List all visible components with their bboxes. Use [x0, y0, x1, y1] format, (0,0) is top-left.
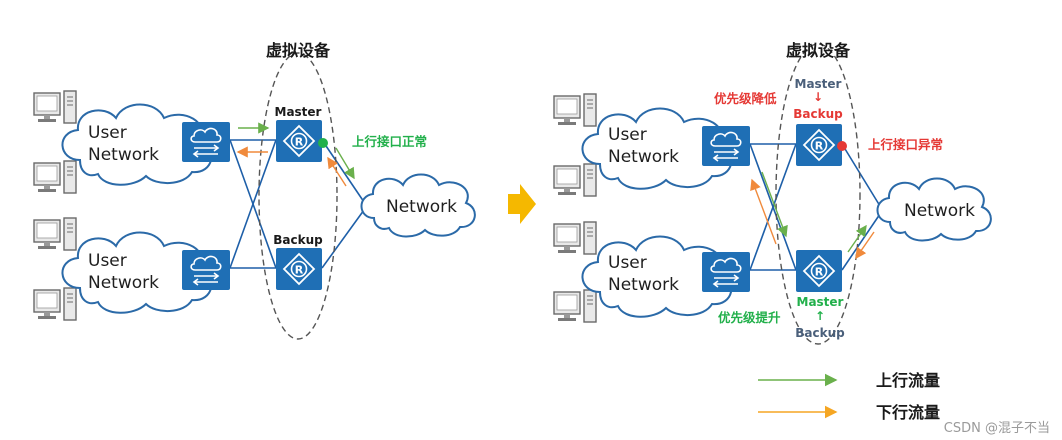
router-role-old: Master [795, 77, 842, 91]
cloud-label: Network [904, 201, 975, 221]
downstream-arrow [855, 231, 875, 260]
pc-icon [553, 289, 597, 323]
cloud-label: User [88, 251, 127, 271]
legend-downstream-label: 下行流量 [876, 403, 940, 422]
transition-arrow-icon [508, 184, 536, 224]
left-panel: User Network User Network Network 虚拟设备 M… [33, 41, 476, 340]
right-panel: User Network User Network Network 虚拟设备 M… [553, 41, 992, 345]
virtual-device-caption: 虚拟设备 [786, 41, 851, 60]
virtual-device-boundary [775, 43, 861, 345]
pc-icon [33, 90, 77, 124]
cloud-label: Network [386, 197, 457, 217]
pc-icon [553, 93, 597, 127]
network-cloud: Network [360, 173, 476, 238]
role-change-arrow: ↑ [815, 309, 825, 323]
downstream-arrow [750, 178, 777, 245]
cloud-label: User [608, 253, 647, 273]
network-cloud: Network [876, 177, 992, 242]
cloud-label: User [608, 125, 647, 145]
switch-icon [181, 121, 231, 163]
router-role-old: Backup [795, 326, 845, 340]
router-icon [795, 249, 843, 293]
switch-icon [701, 125, 751, 167]
priority-decrease-note: 优先级降低 [714, 91, 777, 106]
left-links [229, 139, 365, 269]
pc-icon [553, 163, 597, 197]
router-icon [795, 123, 843, 167]
uplink-status-dot [318, 138, 328, 148]
upstream-arrow [335, 147, 355, 180]
upstream-arrow [761, 171, 788, 238]
router-role-new: Backup [793, 107, 843, 121]
router-role-backup: Backup [273, 233, 323, 247]
cloud-label: Network [88, 273, 159, 293]
cloud-label: Network [608, 147, 679, 167]
pc-icon [33, 217, 77, 251]
cloud-label: Network [608, 275, 679, 295]
pc-icon [553, 221, 597, 255]
cloud-label: Network [88, 145, 159, 165]
router-icon [275, 247, 323, 291]
uplink-status-dot [837, 141, 847, 151]
user-network-cloud: User Network [581, 235, 733, 318]
cloud-label: User [88, 123, 127, 143]
pc-icon [33, 287, 77, 321]
router-role-master: Master [275, 105, 322, 119]
legend-upstream-label: 上行流量 [876, 371, 940, 390]
user-network-cloud: User Network [61, 231, 213, 314]
upstream-arrow [847, 224, 867, 253]
uplink-status-text: 上行接口异常 [868, 137, 943, 152]
right-links [749, 143, 881, 271]
router-role-new: Master [797, 295, 844, 309]
legend: 上行流量 下行流量 [758, 371, 940, 422]
virtual-device-boundary [258, 52, 338, 340]
priority-increase-note: 优先级提升 [718, 310, 781, 325]
virtual-device-caption: 虚拟设备 [266, 41, 331, 60]
user-network-cloud: User Network [581, 107, 733, 190]
switch-icon [181, 249, 231, 291]
uplink-status-text: 上行接口正常 [352, 134, 427, 149]
role-change-arrow: ↓ [813, 90, 823, 104]
watermark: CSDN @混子不当 [944, 421, 1050, 436]
switch-icon [701, 251, 751, 293]
user-network-cloud: User Network [61, 103, 213, 186]
router-icon [275, 119, 323, 163]
pc-icon [33, 160, 77, 194]
downstream-arrow [327, 156, 347, 187]
